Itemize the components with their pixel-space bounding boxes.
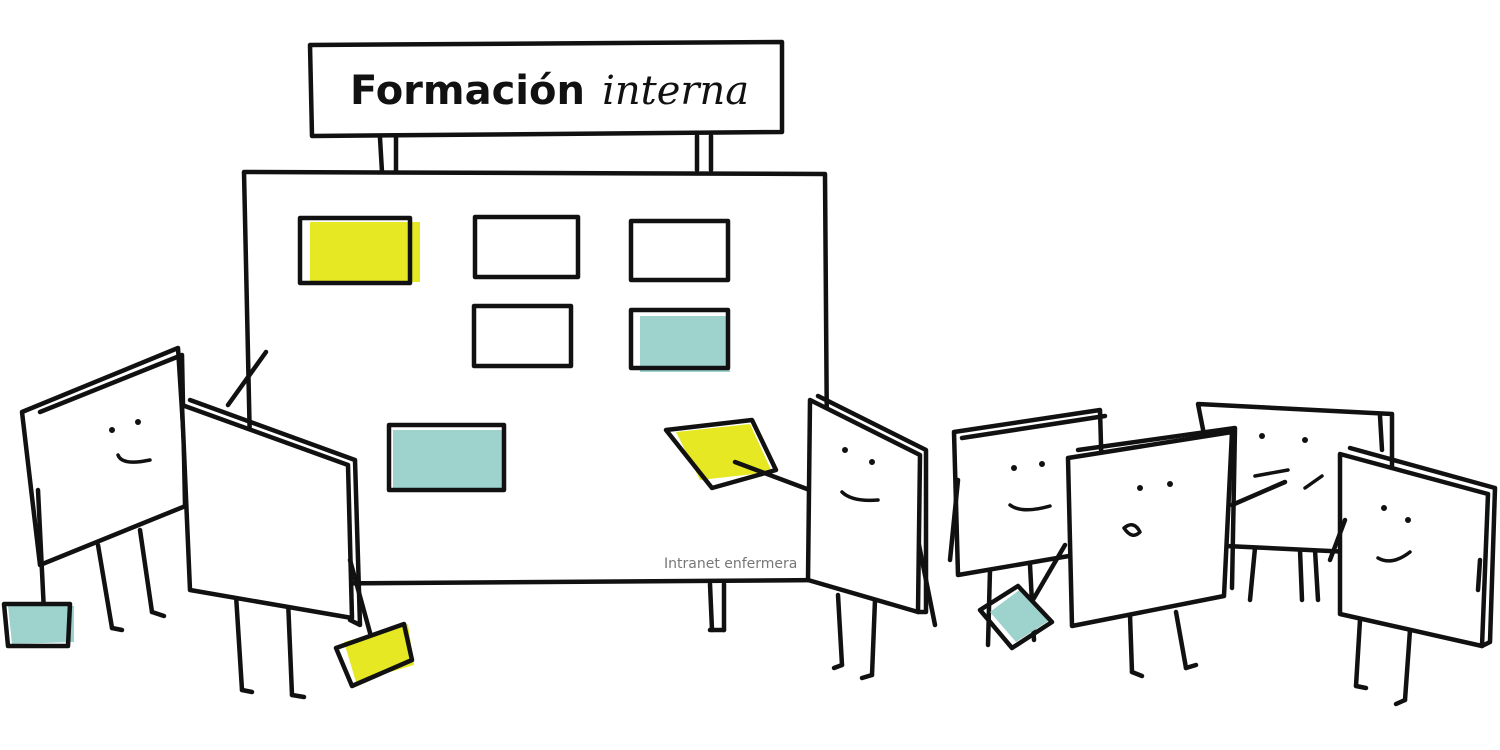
held-card-teal-right — [977, 583, 1055, 651]
figure-left — [179, 349, 415, 700]
sign: Formación interna — [307, 39, 785, 175]
figure-far-left — [1, 345, 191, 649]
figure-body — [19, 345, 191, 568]
card-yellow-fill — [310, 222, 420, 282]
training-board: Intranet enfermera — [241, 169, 831, 633]
board-card-1 — [297, 215, 413, 286]
figure-body — [1337, 451, 1491, 649]
figure-far-right — [1327, 445, 1498, 707]
held-card-yellow-left — [333, 621, 415, 689]
figure-body — [805, 397, 923, 615]
board-card-2 — [472, 214, 581, 280]
figure-pointing — [805, 393, 938, 681]
card-teal-fill-1 — [640, 316, 730, 372]
card-teal-fill-2 — [393, 430, 503, 492]
held-card-teal-left — [1, 601, 73, 649]
board-card-4 — [471, 303, 574, 369]
figure-right-2 — [1065, 425, 1288, 679]
figure-body — [1065, 429, 1235, 629]
watermark: Intranet enfermera — [664, 556, 797, 572]
sign-board — [307, 39, 785, 139]
board-card-6 — [386, 422, 507, 493]
held-card-yellow-center — [663, 417, 818, 495]
sign-title-main: Formación — [350, 68, 585, 114]
figure-right-1 — [947, 407, 1108, 651]
board-card-5 — [628, 307, 731, 371]
sign-title-accent: interna — [602, 68, 749, 114]
board-card-3 — [628, 218, 731, 283]
sign-title: Formación interna — [350, 68, 749, 114]
figure-body — [179, 402, 355, 621]
